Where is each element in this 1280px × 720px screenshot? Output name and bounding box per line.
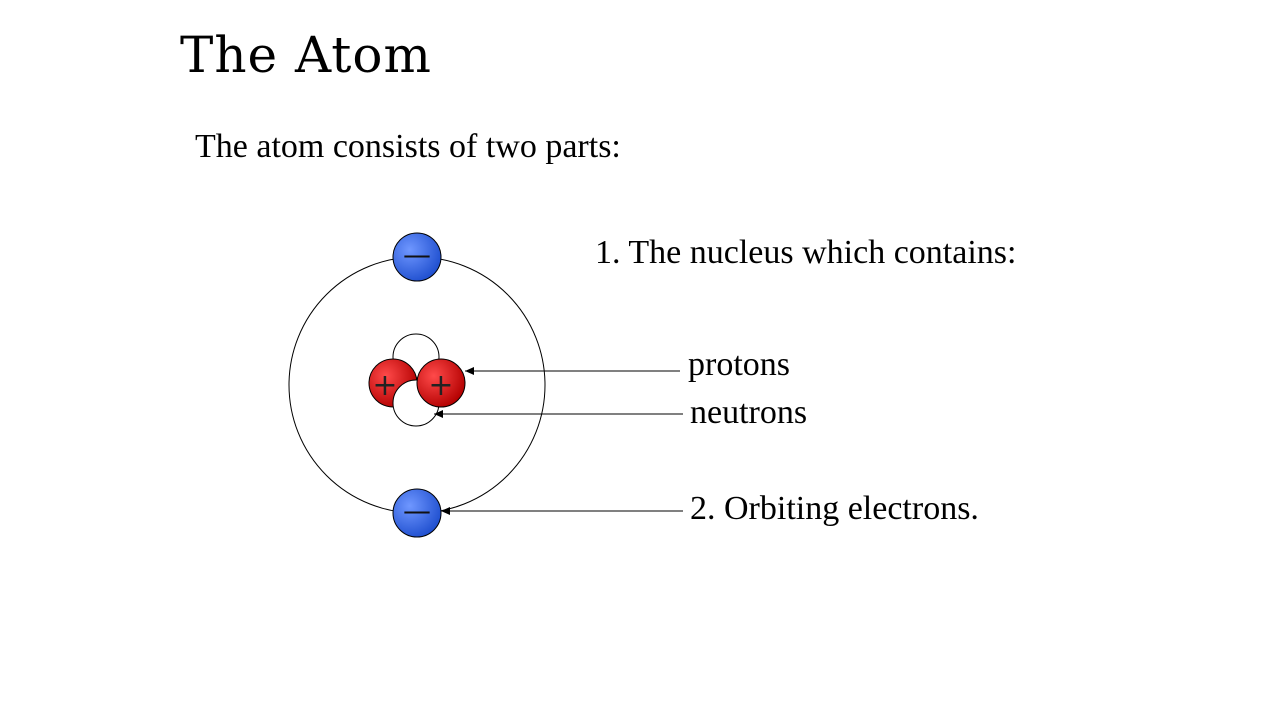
electrons-point: 2. Orbiting electrons. (690, 490, 979, 527)
electron-icon (392, 232, 442, 282)
neutrons-label: neutrons (690, 394, 808, 431)
protons-label: protons (688, 346, 790, 383)
electron-sign: — (403, 238, 431, 271)
electron-sign: — (403, 494, 431, 527)
nucleus-point: 1. The nucleus which contains: (595, 234, 1017, 271)
slide-title: The Atom (180, 26, 432, 84)
slide-subtitle: The atom consists of two parts: (195, 128, 621, 165)
proton-icon (416, 358, 466, 408)
proton-sign: + (428, 368, 453, 403)
proton-sign: + (372, 368, 397, 403)
